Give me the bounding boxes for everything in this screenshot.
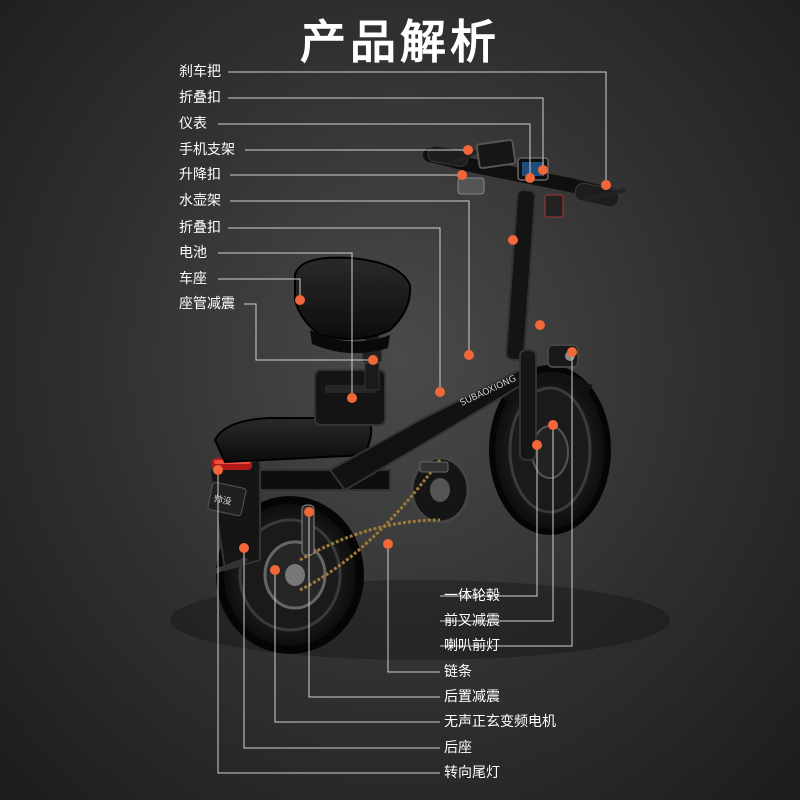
label-brake-lever: 刹车把 [179, 64, 221, 80]
label-turn-tail-light: 转向尾灯 [444, 765, 500, 781]
callout-lines [217, 71, 607, 774]
label-saddle: 车座 [179, 271, 207, 287]
label-integrated-hub: 一体轮毂 [444, 588, 500, 604]
label-seatpost-shock: 座管减震 [179, 296, 235, 312]
label-dashboard: 仪表 [179, 116, 207, 132]
label-motor: 无声正玄变频电机 [444, 714, 556, 730]
label-rear-shock: 后置减震 [444, 689, 500, 705]
page-title: 产品解析 [300, 15, 500, 69]
label-front-fork-shock: 前叉减震 [444, 613, 500, 629]
label-bottle-holder: 水壶架 [179, 193, 221, 209]
label-battery: 电池 [179, 245, 207, 261]
label-folding-clasp-1: 折叠扣 [179, 90, 221, 106]
label-lift-clasp: 升降扣 [179, 167, 221, 183]
label-rear-seat: 后座 [444, 740, 472, 756]
label-folding-clasp-2: 折叠扣 [179, 220, 221, 236]
label-chain: 链条 [444, 664, 472, 680]
callout-markers [213, 145, 611, 575]
label-phone-holder: 手机支架 [179, 142, 235, 158]
label-horn-headlight: 喇叭前灯 [444, 638, 500, 654]
